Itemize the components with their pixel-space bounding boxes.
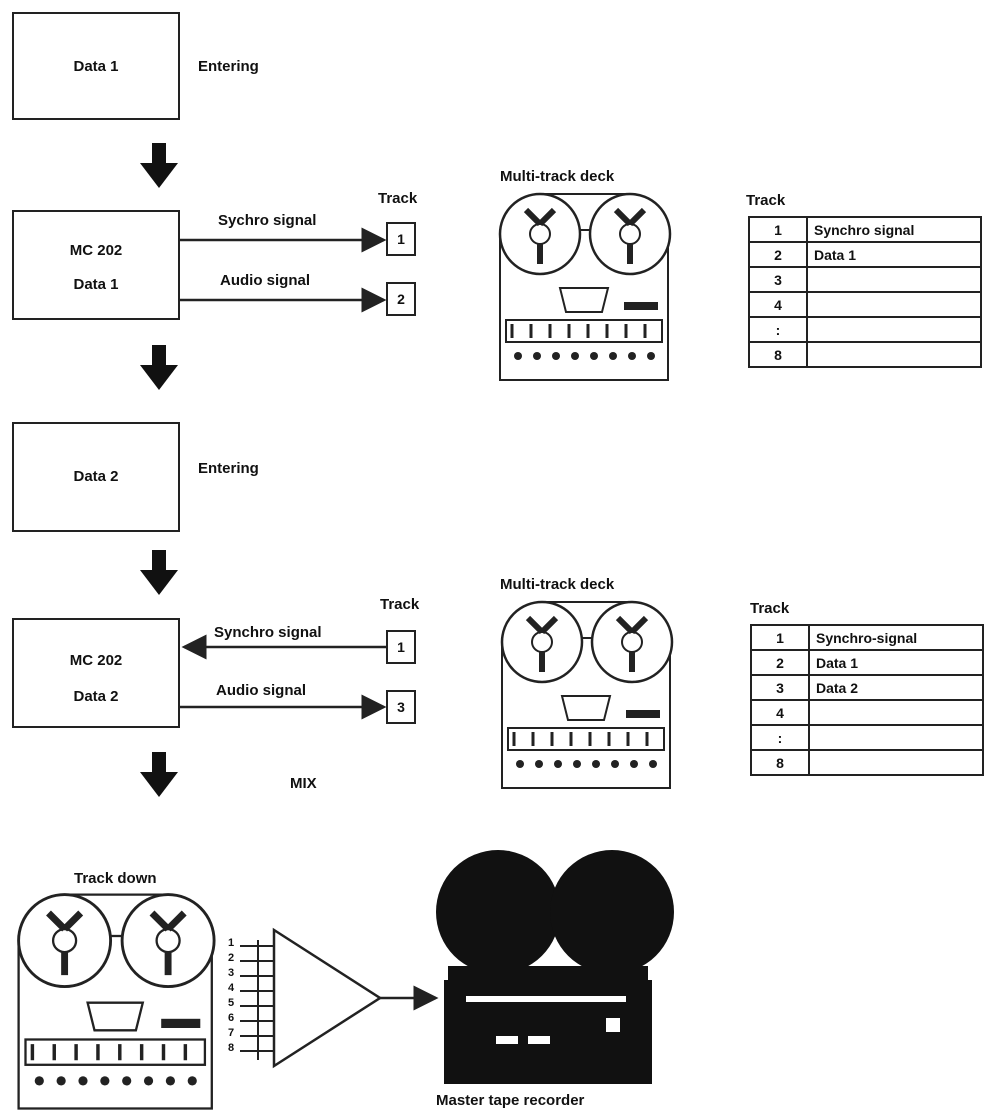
track-down-deck	[19, 895, 214, 1109]
track-number: 2	[748, 241, 808, 268]
table-row: 4	[750, 699, 984, 726]
track-box-1b: 2	[386, 282, 416, 316]
track-content	[806, 341, 982, 368]
track-content: Data 2	[808, 674, 984, 701]
mixer-input-number: 3	[228, 967, 235, 979]
data1-label-2: Data 1	[73, 276, 119, 293]
data2-label-2: Data 2	[73, 688, 119, 705]
mixer-icon	[240, 927, 383, 1069]
track-heading-1: Track	[378, 190, 418, 207]
down-arrow-2	[140, 345, 178, 390]
entering-label-2: Entering	[198, 460, 259, 477]
mixer-input-number: 5	[228, 997, 235, 1009]
mixer-input-number: 6	[228, 1012, 235, 1024]
track-content	[806, 291, 982, 318]
track-number: 4	[748, 291, 808, 318]
track-table-heading-2: Track	[750, 600, 790, 617]
mc202-label-2: MC 202	[69, 652, 123, 669]
audio-signal-label-2: Audio signal	[216, 682, 306, 699]
track-number: :	[750, 724, 810, 751]
mc202-data2-box: MC 202 Data 2	[12, 618, 180, 728]
table-row: :	[750, 724, 984, 751]
table-row: 4	[748, 291, 982, 318]
mc202-data1-box: MC 202 Data 1	[12, 210, 180, 320]
track-content	[806, 266, 982, 293]
mixer-input-number: 7	[228, 1027, 235, 1039]
mc202-label-1: MC 202	[69, 242, 123, 259]
data2-box: Data 2	[12, 422, 180, 532]
mixer-input-number: 8	[228, 1042, 235, 1054]
table-row: :	[748, 316, 982, 343]
track-box-2b: 3	[386, 690, 416, 724]
down-arrow-1	[140, 143, 178, 188]
synchro-signal-label-2: Synchro signal	[214, 624, 322, 641]
track-number: 8	[748, 341, 808, 368]
track-content: Data 1	[808, 649, 984, 676]
mixer-input-number: 2	[228, 952, 235, 964]
audio-signal-label-1: Audio signal	[220, 272, 310, 289]
track-content: Synchro signal	[806, 216, 982, 243]
mixer-input-number: 4	[228, 982, 235, 994]
synchro-signal-label-1: Sychro signal	[218, 212, 317, 229]
track-box-1a: 1	[386, 222, 416, 256]
track-heading-2: Track	[380, 596, 420, 613]
master-tape-recorder-icon	[436, 850, 674, 1084]
mixer-input-number: 1	[228, 937, 235, 949]
track-number: 1	[748, 216, 808, 243]
multitrack-deck-label-2: Multi-track deck	[500, 576, 615, 593]
multitrack-deck-label-1: Multi-track deck	[500, 168, 615, 185]
down-arrow-3	[140, 550, 178, 595]
data1-box-label: Data 1	[73, 58, 119, 75]
track-number: 2	[750, 649, 810, 676]
mixer-label: MIX	[290, 775, 317, 792]
track-content	[808, 699, 984, 726]
table-row: 8	[750, 749, 984, 776]
entering-label-1: Entering	[198, 58, 259, 75]
table-row: 8	[748, 341, 982, 368]
master-tape-recorder-label: Master tape recorder	[436, 1092, 585, 1109]
track-content	[806, 316, 982, 343]
track-number: 8	[750, 749, 810, 776]
track-number: 4	[750, 699, 810, 726]
track-table-heading-1: Track	[746, 192, 786, 209]
table-row: 3	[748, 266, 982, 293]
track-number: :	[748, 316, 808, 343]
data1-box: Data 1	[12, 12, 180, 120]
track-content	[808, 749, 984, 776]
track-down-label: Track down	[74, 870, 157, 887]
track-content: Data 1	[806, 241, 982, 268]
track-content: Synchro-signal	[808, 624, 984, 651]
track-number: 3	[748, 266, 808, 293]
down-arrow-4	[140, 752, 178, 797]
track-content	[808, 724, 984, 751]
data2-box-label: Data 2	[73, 468, 119, 485]
track-box-2a: 1	[386, 630, 416, 664]
multitrack-deck-1	[500, 194, 670, 380]
multitrack-deck-2	[502, 602, 672, 788]
track-number: 1	[750, 624, 810, 651]
track-number: 3	[750, 674, 810, 701]
